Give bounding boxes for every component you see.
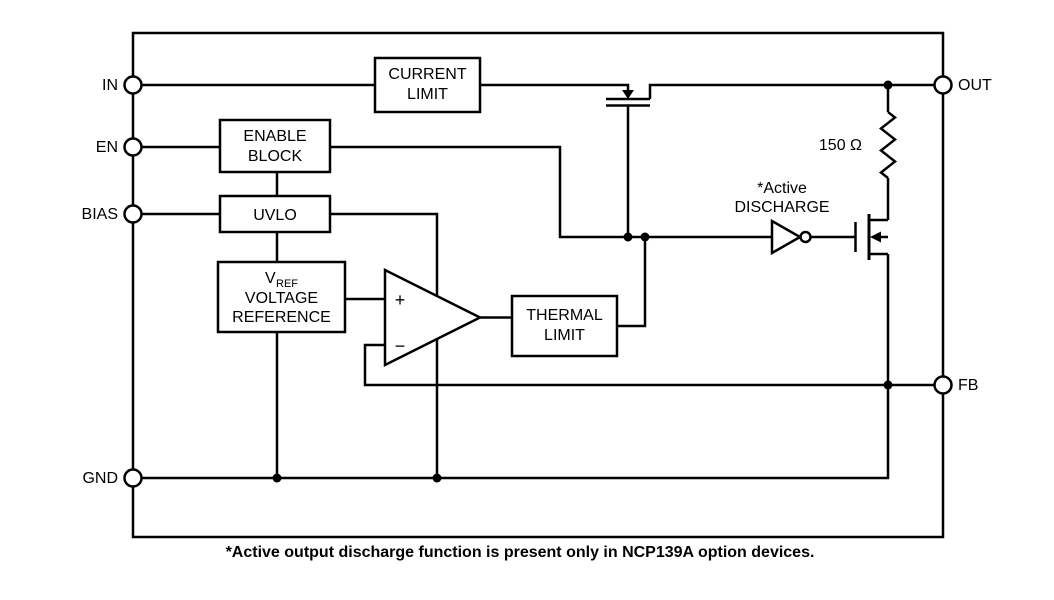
pins: [123, 75, 953, 488]
inverter-gate: [770, 218, 812, 256]
wire-fb-to-amp-minus: [363, 343, 943, 387]
current-limit-box: [373, 56, 482, 114]
pin-in: [123, 75, 143, 95]
wire-out-rail: [648, 83, 943, 99]
pin-label-bias: BIAS: [82, 206, 118, 223]
amp-plus-sign: +: [395, 290, 406, 310]
vref-label-line2: VOLTAGE: [245, 290, 318, 307]
current-limit-block: CURRENT LIMIT: [373, 56, 482, 114]
footnote: *Active output discharge function is pre…: [226, 544, 815, 561]
pin-bias: [123, 204, 143, 224]
active-discharge-label-line2: DISCHARGE: [734, 199, 829, 216]
pin-labels: IN EN BIAS GND OUT FB: [82, 77, 992, 487]
nmos-body-arrow-icon: [870, 231, 881, 243]
pin-label-gnd: GND: [82, 470, 118, 487]
inverter-triangle: [770, 218, 803, 256]
current-limit-label-line2: LIMIT: [407, 86, 448, 103]
current-limit-label-line1: CURRENT: [388, 66, 466, 83]
pin-label-out: OUT: [958, 77, 992, 94]
pin-en: [123, 137, 143, 157]
pin-gnd: [123, 468, 143, 488]
enable-block-box: [218, 118, 332, 174]
active-discharge-label-line1: *Active: [757, 180, 807, 197]
vref-symbol-subscript: REF: [276, 278, 298, 290]
pass-transistor-pmos: [606, 90, 650, 107]
junction-dots: [272, 80, 893, 483]
pin-fb: [933, 375, 953, 395]
voltage-reference-box: [216, 260, 347, 334]
thermal-limit-block: THERMAL LIMIT: [510, 294, 619, 358]
pin-label-in: IN: [102, 77, 118, 94]
enable-block-label-line1: ENABLE: [243, 128, 306, 145]
pin-label-en: EN: [96, 139, 118, 156]
pin-out: [933, 75, 953, 95]
error-amplifier-triangle: [383, 267, 483, 368]
junction-dot-out-resistor: [883, 80, 893, 90]
wire-gnd-rail: [133, 254, 890, 480]
thermal-limit-label-line2: LIMIT: [544, 327, 585, 344]
junction-dot-vref-gnd: [272, 473, 282, 483]
enable-block-label-line2: BLOCK: [248, 148, 303, 165]
amp-minus-sign: −: [395, 336, 406, 356]
resistor-value-label: 150 Ω: [819, 137, 862, 154]
junction-dot-amp-gnd: [432, 473, 442, 483]
thermal-limit-box: [510, 294, 619, 358]
junction-dot-fb-discharge: [883, 380, 893, 390]
junction-dot-pmos-gate: [623, 232, 633, 242]
inverter-bubble: [799, 230, 812, 244]
uvlo-block: UVLO: [218, 194, 332, 234]
wire-uvlo-to-amp: [330, 212, 439, 296]
pmos-source-arrow-icon: [622, 90, 634, 99]
junction-dot-thermal-drive: [640, 232, 650, 242]
vref-label-line3: REFERENCE: [232, 309, 331, 326]
uvlo-label: UVLO: [253, 207, 297, 224]
pin-label-fb: FB: [958, 377, 978, 394]
discharge-resistor: [878, 111, 898, 179]
wire-enable-to-gate-drive: [330, 145, 772, 239]
wires: [133, 83, 943, 480]
vref-symbol: V: [265, 270, 276, 287]
error-amplifier: + −: [383, 267, 483, 368]
thermal-limit-label-line1: THERMAL: [526, 307, 603, 324]
wire-in-rail: [133, 83, 630, 90]
wire-thermal-to-gate-drive: [617, 237, 647, 328]
enable-block: ENABLE BLOCK: [218, 118, 332, 174]
discharge-transistor-nmos: [854, 214, 888, 260]
voltage-reference-block: V REF VOLTAGE REFERENCE: [216, 260, 347, 334]
uvlo-box: [218, 194, 332, 234]
